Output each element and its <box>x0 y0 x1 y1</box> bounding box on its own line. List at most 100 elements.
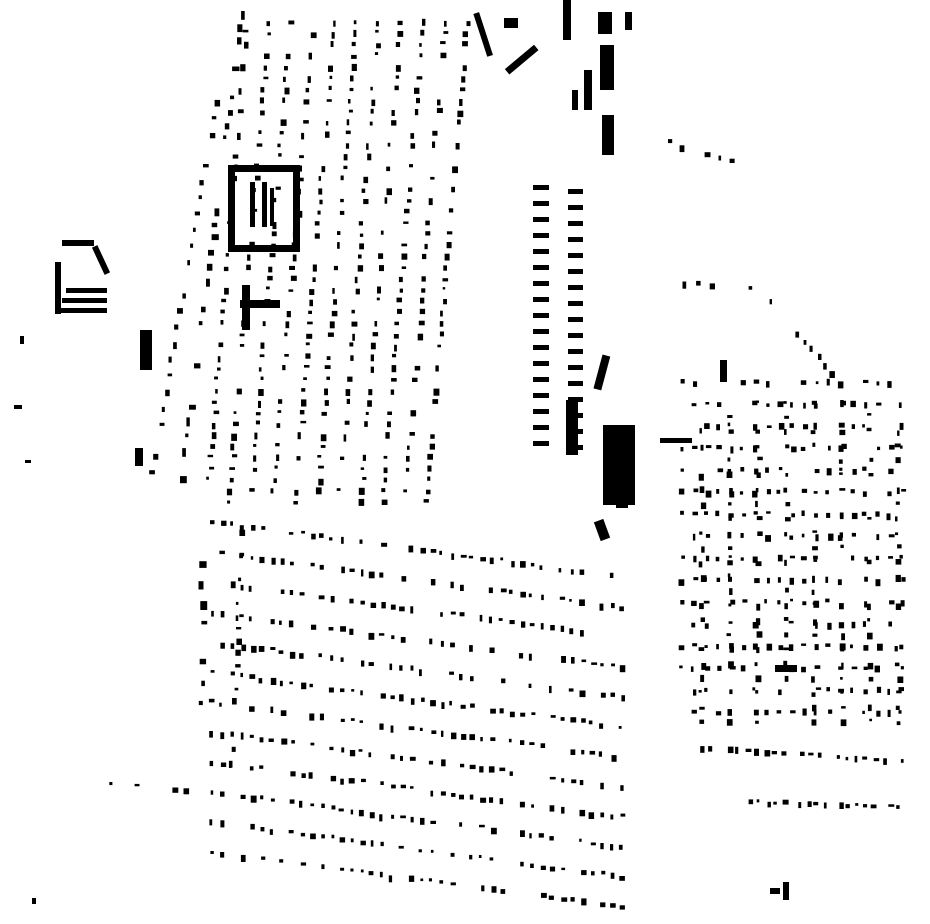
building <box>310 32 317 39</box>
building <box>533 249 549 254</box>
building <box>841 662 844 670</box>
building <box>423 499 429 503</box>
building <box>211 116 217 120</box>
building <box>717 665 722 671</box>
building <box>828 445 831 451</box>
building <box>845 804 850 809</box>
building <box>430 549 437 553</box>
building <box>235 664 241 668</box>
building <box>889 444 895 450</box>
building <box>227 500 231 504</box>
building <box>241 644 247 652</box>
building <box>360 840 366 846</box>
building <box>727 746 734 754</box>
building <box>430 579 436 586</box>
building <box>876 534 880 541</box>
building <box>350 838 354 843</box>
building <box>220 320 224 325</box>
building <box>190 243 194 248</box>
building <box>230 521 233 526</box>
building <box>361 778 366 783</box>
building <box>360 600 365 605</box>
building <box>894 443 901 448</box>
building <box>563 0 571 40</box>
building <box>900 445 903 449</box>
building <box>167 373 173 377</box>
building <box>391 110 395 116</box>
building <box>489 557 494 565</box>
building <box>239 333 245 337</box>
building <box>727 415 733 418</box>
building <box>390 604 396 610</box>
building <box>680 379 685 384</box>
building <box>600 902 606 908</box>
building <box>241 11 245 20</box>
building <box>867 632 873 640</box>
building <box>826 512 831 518</box>
building <box>894 662 900 667</box>
building <box>399 665 403 671</box>
building <box>839 429 846 436</box>
building <box>538 833 544 838</box>
building <box>754 578 760 584</box>
building <box>250 823 255 830</box>
building <box>349 568 355 572</box>
building <box>448 208 454 213</box>
building <box>443 265 447 271</box>
building <box>781 751 787 756</box>
building <box>600 843 604 850</box>
building <box>252 208 258 212</box>
building <box>345 389 351 396</box>
building <box>811 676 815 683</box>
building <box>588 720 593 725</box>
building <box>290 771 296 777</box>
building <box>240 854 246 862</box>
building <box>752 490 758 498</box>
building <box>740 533 744 538</box>
building <box>234 164 238 168</box>
building <box>533 265 549 270</box>
building <box>311 624 317 630</box>
building <box>850 489 855 494</box>
building <box>461 76 466 83</box>
building <box>693 555 697 563</box>
building <box>899 554 903 559</box>
building <box>704 623 709 629</box>
building <box>237 132 241 140</box>
building <box>330 596 335 603</box>
building <box>785 473 789 477</box>
building <box>874 665 880 673</box>
building <box>348 778 355 784</box>
building <box>897 676 904 683</box>
building <box>807 801 812 807</box>
building <box>282 97 286 103</box>
building <box>249 674 256 679</box>
building <box>896 805 900 809</box>
building <box>550 625 555 631</box>
building <box>214 376 218 380</box>
building <box>268 266 273 273</box>
building <box>251 525 256 531</box>
building <box>460 704 466 709</box>
building <box>693 488 699 493</box>
building <box>715 556 720 562</box>
building <box>363 176 369 184</box>
building <box>541 892 547 898</box>
building <box>752 556 758 563</box>
building <box>406 455 410 462</box>
building <box>869 718 872 722</box>
building <box>459 99 463 106</box>
building <box>228 165 235 252</box>
building <box>369 812 375 819</box>
building <box>284 87 290 95</box>
building <box>568 189 583 194</box>
building <box>876 686 882 693</box>
building <box>303 120 309 124</box>
building <box>708 746 713 752</box>
building <box>870 804 877 809</box>
building <box>377 286 381 294</box>
building <box>232 454 238 458</box>
building <box>838 688 844 693</box>
building <box>381 499 388 505</box>
building <box>469 734 475 741</box>
